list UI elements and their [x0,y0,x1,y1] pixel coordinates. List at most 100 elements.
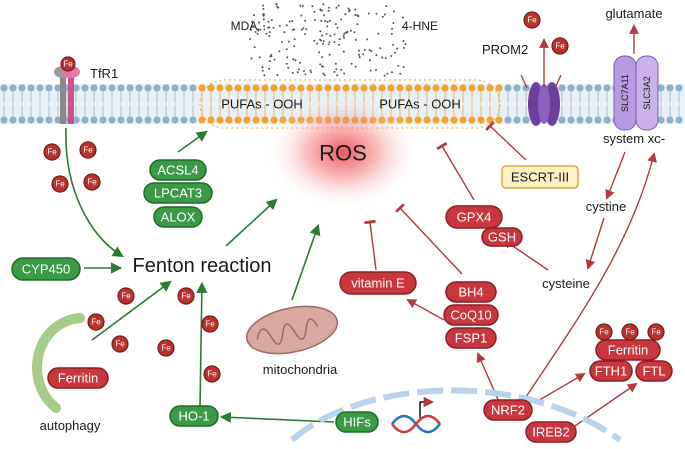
peroxide-dot [404,43,407,45]
lipid-head [441,116,449,124]
fe-ion-label: Fe [599,328,609,337]
peroxide-dot [392,22,395,24]
peroxide-dot [252,25,255,28]
pill-coq10-label: CoQ10 [450,308,491,323]
fe-ion-label: Fe [55,180,65,189]
nrf2-to-system-xc-arrow [523,152,657,401]
peroxide-dot [390,71,393,74]
ros-label: ROS [319,141,367,166]
peroxide-dot [333,70,336,73]
peroxide-dot [263,74,266,77]
lipid-head [504,84,512,92]
lipid-head [657,84,665,92]
peroxide-dot [369,69,372,72]
pill-bh4-label: BH4 [458,285,483,300]
lipid-head [423,84,431,92]
fe-ion [51,175,69,193]
slc3a2-label: SLC3A2 [642,76,652,110]
peroxide-dot [325,32,328,35]
peroxide-dot [272,26,275,29]
autophagy-to-fenton-arrow [91,280,172,341]
pill-nrf2-label: NRF2 [491,403,525,418]
autophagy-label: autophagy [40,418,101,433]
peroxide-dot [313,39,316,42]
pill-hifs: HIFs [335,411,379,433]
pill-alox: ALOX [153,206,203,228]
lipid-head [423,116,431,124]
mitochondria-to-ros-arrow [291,223,321,301]
peroxide-dot [338,43,340,46]
peroxide-dot [358,56,361,59]
pill-gsh-label: GSH [488,230,516,245]
peroxide-dot [287,66,290,69]
lipid-head [27,84,35,92]
fsp1-to-vitamin-e-arrow [406,299,445,321]
peroxide-dot [269,60,271,63]
lipid-head [315,84,323,92]
peroxide-dot [268,35,271,37]
glutamate-label: glutamate [605,6,662,21]
peroxide-dot [293,45,296,48]
peroxide-dot [342,50,345,53]
peroxide-dot [313,10,316,13]
cystine-label: cystine [586,199,626,214]
fe-ion [595,323,613,341]
lipid-head [450,84,458,92]
lipid-head [234,84,242,92]
peroxide-dot [297,68,300,71]
peroxide-dot [381,56,384,59]
peroxide-dot [262,4,265,7]
lipid-head [252,84,260,92]
oxidized-lipid-region [199,79,501,129]
peroxide-dot [321,65,323,68]
peroxide-dot [402,66,405,68]
peroxide-dot [328,41,331,44]
fe-ion-label: Fe [181,292,191,301]
pill-ho1-label: HO-1 [178,409,209,424]
lipid-head [468,84,476,92]
peroxide-dot [249,38,251,41]
peroxide-dot [333,41,336,43]
pill-vitamin-e: vitamin E [339,271,417,295]
fe-ion [79,141,97,159]
peroxide-dot [301,5,304,7]
cell-membrane [0,79,685,129]
lipid-head [9,116,17,124]
lipid-head [225,84,233,92]
peroxide-dot [338,38,341,41]
lipid-head [666,116,674,124]
lipid-head [405,84,413,92]
peroxide-dot [354,38,357,41]
lipid-head [333,84,341,92]
peroxide-dot [253,46,256,49]
peroxide-dot [402,46,405,49]
peroxide-dot [261,66,264,69]
ros-glow [265,94,421,210]
pill-ftl-label: FTL [642,364,665,379]
peroxide-dot [288,20,291,23]
pill-cyp450-label: CYP450 [22,262,70,277]
fe-ion-label: Fe [91,318,101,327]
peroxide-dot [285,48,288,51]
fe-ion [201,315,219,333]
peroxide-dot [273,58,276,61]
lipid-head [171,84,179,92]
peroxide-dot [327,9,330,12]
peroxide-dot [343,72,346,75]
lipid-head [45,116,53,124]
fe-ion-label: Fe [83,146,93,155]
peroxide-dot [258,56,261,59]
lipid-head [513,84,521,92]
peroxide-dot [250,57,253,60]
ireb2-to-ftl-arrow [571,382,638,429]
peroxide-dot [368,49,371,52]
lipid-peroxide-products [249,3,407,77]
lipid-head [279,84,287,92]
lipid-head [450,116,458,124]
lipid-head [18,84,26,92]
lipid-head [495,116,503,124]
peroxide-dot [278,24,281,27]
peroxide-dot [262,7,265,10]
peroxide-dot [342,34,345,37]
lipid-head [108,116,116,124]
